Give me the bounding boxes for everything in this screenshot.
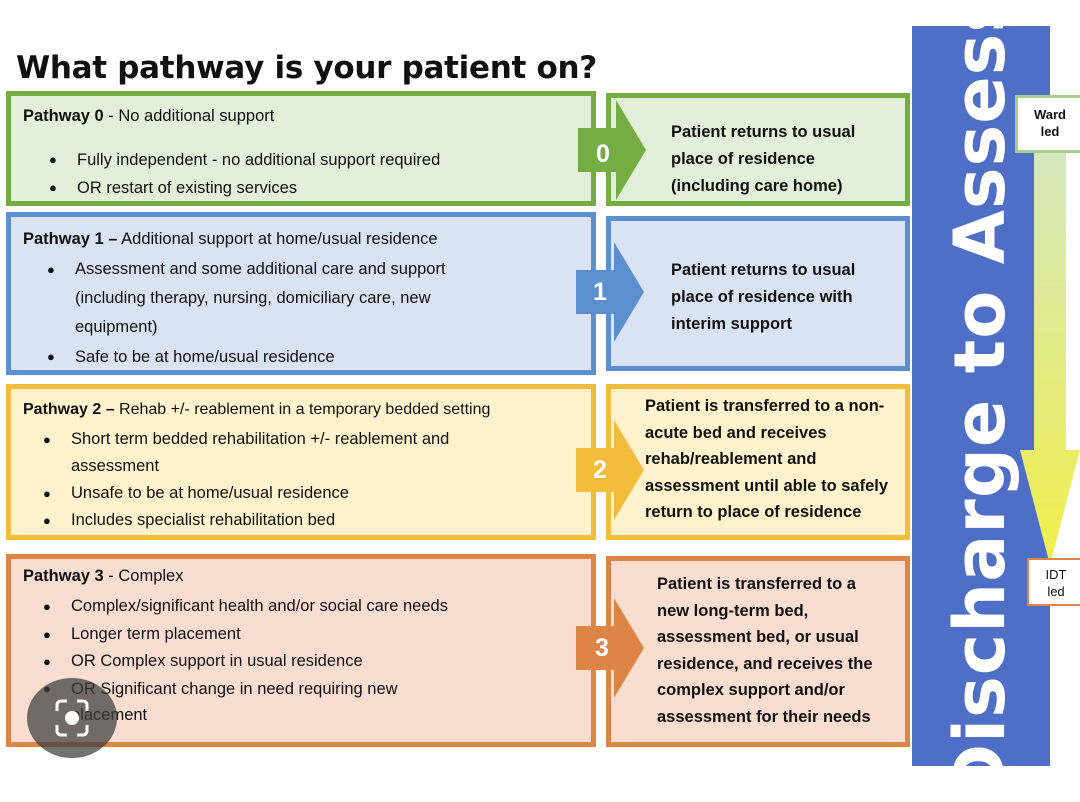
pathway-1-box: Pathway 1 – Additional support at home/u… [6,212,596,375]
pathway-0-bullets: Fully independent - no additional suppor… [49,146,440,202]
list-item: Safe to be at home/usual residence [47,342,446,372]
pathway-3-box: Pathway 3 - Complex Complex/significant … [6,554,596,747]
list-item: Includes specialist rehabilitation bed [43,507,449,534]
page-title: What pathway is your patient on? [16,50,597,86]
pathway-2-outcome: Patient is transferred to a non- acute b… [645,397,889,521]
pathway-2-bullets: Short term bedded rehabilitation +/- rea… [43,426,449,534]
pathway-2-arrow-icon [576,420,644,520]
list-item: Assessment and some additional care and … [47,255,446,342]
ward-led-label: Ward led [1015,95,1080,153]
image-search-lens-icon[interactable] [27,678,117,758]
pathway-1-number: 1 [593,278,607,306]
pathway-2-heading: Pathway 2 – Rehab +/- reablement in a te… [23,401,491,418]
list-item: Complex/significant health and/or social… [43,593,448,621]
list-item: Short term bedded rehabilitation +/- rea… [43,426,449,480]
pathway-3-outcome: Patient is transferred to a new long-ter… [657,575,873,726]
pathway-3-arrow-icon [576,598,644,698]
idt-led-label: IDT led [1027,558,1080,606]
list-item: Unsafe to be at home/usual residence [43,480,449,507]
pathway-3-outcome-box: Patient is transferred to a new long-ter… [606,556,910,747]
pathway-1-outcome-box: Patient returns to usual place of reside… [606,216,910,371]
pathway-0-box: Pathway 0 - No additional support Fully … [6,91,596,206]
pathway-1-bullets: Assessment and some additional care and … [47,255,446,372]
list-item: OR Complex support in usual residence [43,648,448,676]
pathway-0-arrow-icon [578,100,646,200]
pathway-2-box: Pathway 2 – Rehab +/- reablement in a te… [6,384,596,540]
pathway-1-heading: Pathway 1 – Additional support at home/u… [23,230,438,248]
pathway-0-outcome-box: Patient returns to usual place of reside… [606,93,910,206]
discharge-to-assess-label: Discharge to Assess [939,0,1021,802]
pathway-3-number: 3 [595,634,609,662]
pathway-0-heading: Pathway 0 - No additional support [23,107,275,125]
lens-glyph-icon [55,699,89,737]
pathway-2-outcome-box: Patient is transferred to a non- acute b… [606,384,910,540]
pathway-0-number: 0 [596,140,610,168]
pathway-0-outcome: Patient returns to usual place of reside… [671,123,856,195]
pathway-3-heading: Pathway 3 - Complex [23,567,184,585]
list-item: Longer term placement [43,621,448,649]
pathway-1-outcome: Patient returns to usual place of reside… [671,261,856,333]
list-item: Fully independent - no additional suppor… [49,146,440,174]
pathway-2-number: 2 [593,456,607,484]
pathway-1-arrow-icon [576,242,644,342]
down-arrow-icon [1020,120,1080,565]
list-item: OR restart of existing services [49,174,440,202]
